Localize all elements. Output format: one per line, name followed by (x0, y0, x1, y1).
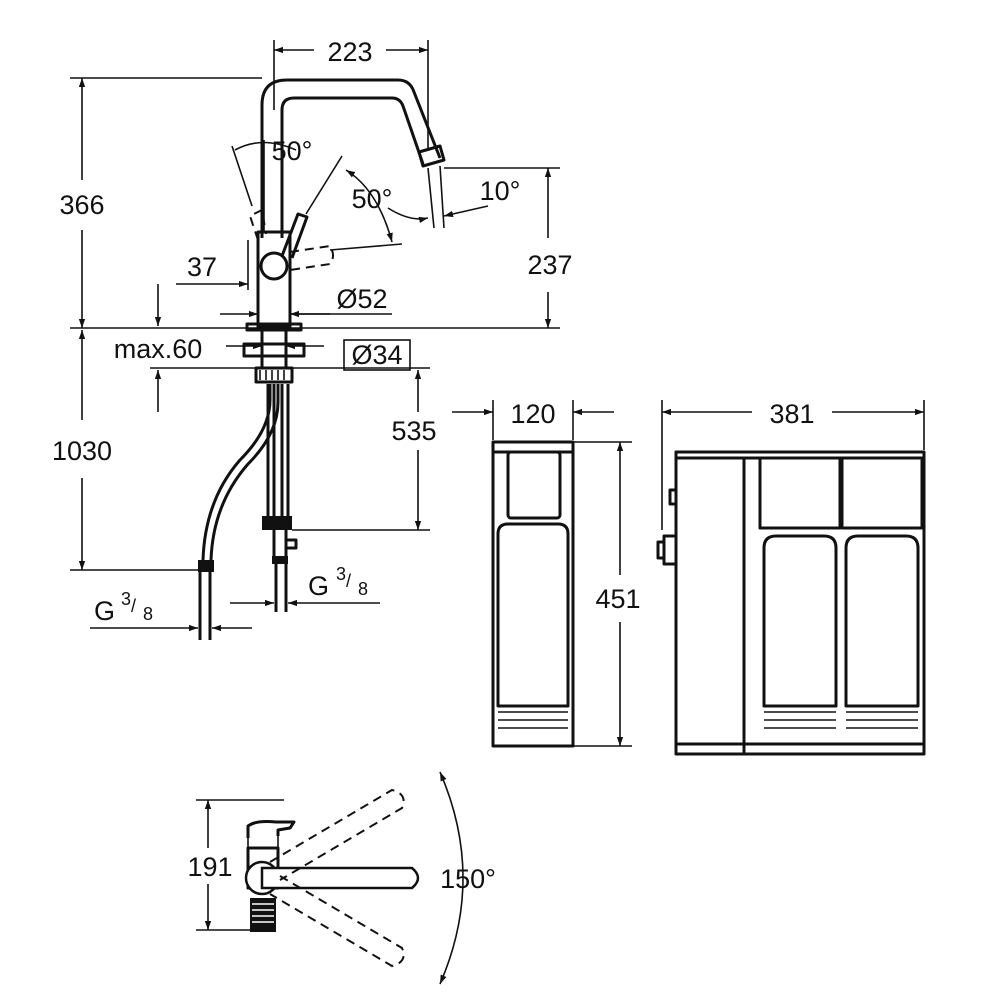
valve-body (272, 530, 298, 556)
filter-side-connector (656, 488, 676, 566)
spout-outer (260, 78, 442, 238)
valve-nut (272, 556, 288, 564)
angle-arc-tilt (387, 207, 429, 224)
filter-front-view: 381 (656, 399, 926, 756)
faucet-body (256, 230, 292, 329)
top-view-thread (250, 898, 276, 932)
spout-inner (280, 96, 425, 238)
dim-connection-left-num: 3 (121, 589, 131, 609)
filter-front-housing (674, 450, 926, 756)
filter-side-cartridge (496, 522, 570, 708)
top-view-spout-swivel-down (269, 875, 405, 968)
dim-spout-height: 237 (527, 250, 572, 280)
filter-cartridge-2 (844, 534, 920, 708)
dim-connection-right-slash: / (346, 571, 351, 591)
top-view-spout-swivel-up (269, 788, 405, 881)
mounting-shank (260, 328, 288, 370)
dim-lever-angle-back: 50° (272, 136, 313, 166)
dim-connection-right-num: 3 (336, 564, 346, 584)
swivel-arc (439, 771, 464, 985)
filter-head-2 (840, 456, 924, 530)
dim-spout-tilt: 10° (480, 176, 521, 206)
dim-lever-offset: 37 (187, 252, 217, 282)
tail-fitting (262, 516, 292, 530)
tail-pipe-left (198, 572, 212, 640)
dim-swivel-angle: 150° (440, 864, 496, 894)
dim-connection-left-slash: / (131, 596, 136, 616)
mounting-nut (242, 342, 306, 358)
lever-pivot (259, 251, 289, 281)
dim-base-diameter: Ø52 (336, 284, 387, 314)
dim-lever-angle-front: 50° (352, 184, 393, 214)
dim-total-height: 366 (59, 190, 104, 220)
dim-hose-length: 1030 (52, 436, 112, 466)
filter-side-head (506, 450, 562, 520)
threaded-nut (254, 366, 294, 384)
faucet-dimensions: 223 366 50° 50° 10° 237 37 (52, 37, 573, 632)
faucet-top-view: 150° 191 (187, 771, 496, 985)
filter-head-1 (758, 456, 842, 530)
top-view-thread-marks (252, 903, 274, 923)
dim-top-view-depth: 191 (187, 852, 232, 882)
filter-side-view: 120 451 (452, 399, 641, 748)
hole-diameter-box (343, 339, 411, 371)
dim-connection-left-main: G (94, 596, 115, 626)
angle-arc-front (345, 169, 393, 243)
dim-filter-height: 451 (595, 584, 640, 614)
filter-cartridge-bands (764, 711, 918, 729)
tail-pipes-center (266, 384, 290, 518)
top-view-handle (246, 820, 296, 838)
dim-hole-diameter: Ø34 (351, 340, 402, 370)
dim-connection-left-den: 8 (143, 604, 153, 624)
dim-mount-thickness: max.60 (114, 334, 203, 364)
tail-pipe-right (274, 564, 288, 612)
lever-neutral (280, 212, 309, 259)
top-view-spout (260, 866, 420, 890)
filter-side-housing (491, 440, 575, 748)
spout-aerator (417, 144, 446, 168)
dim-filter-depth: 120 (510, 399, 555, 429)
dim-spout-reach: 223 (327, 37, 372, 67)
hose-fitting-left (198, 560, 214, 572)
dim-filter-width: 381 (769, 399, 814, 429)
faucet-side-view (198, 78, 446, 640)
dim-tail-length: 535 (391, 416, 436, 446)
filter-cartridge-1 (762, 534, 838, 708)
dim-connection-right-den: 8 (358, 579, 368, 599)
dim-connection-right-main: G (308, 571, 329, 601)
lever-forward-position (289, 244, 334, 271)
flexible-hose-inner (209, 384, 280, 561)
thread-marks (259, 370, 285, 380)
